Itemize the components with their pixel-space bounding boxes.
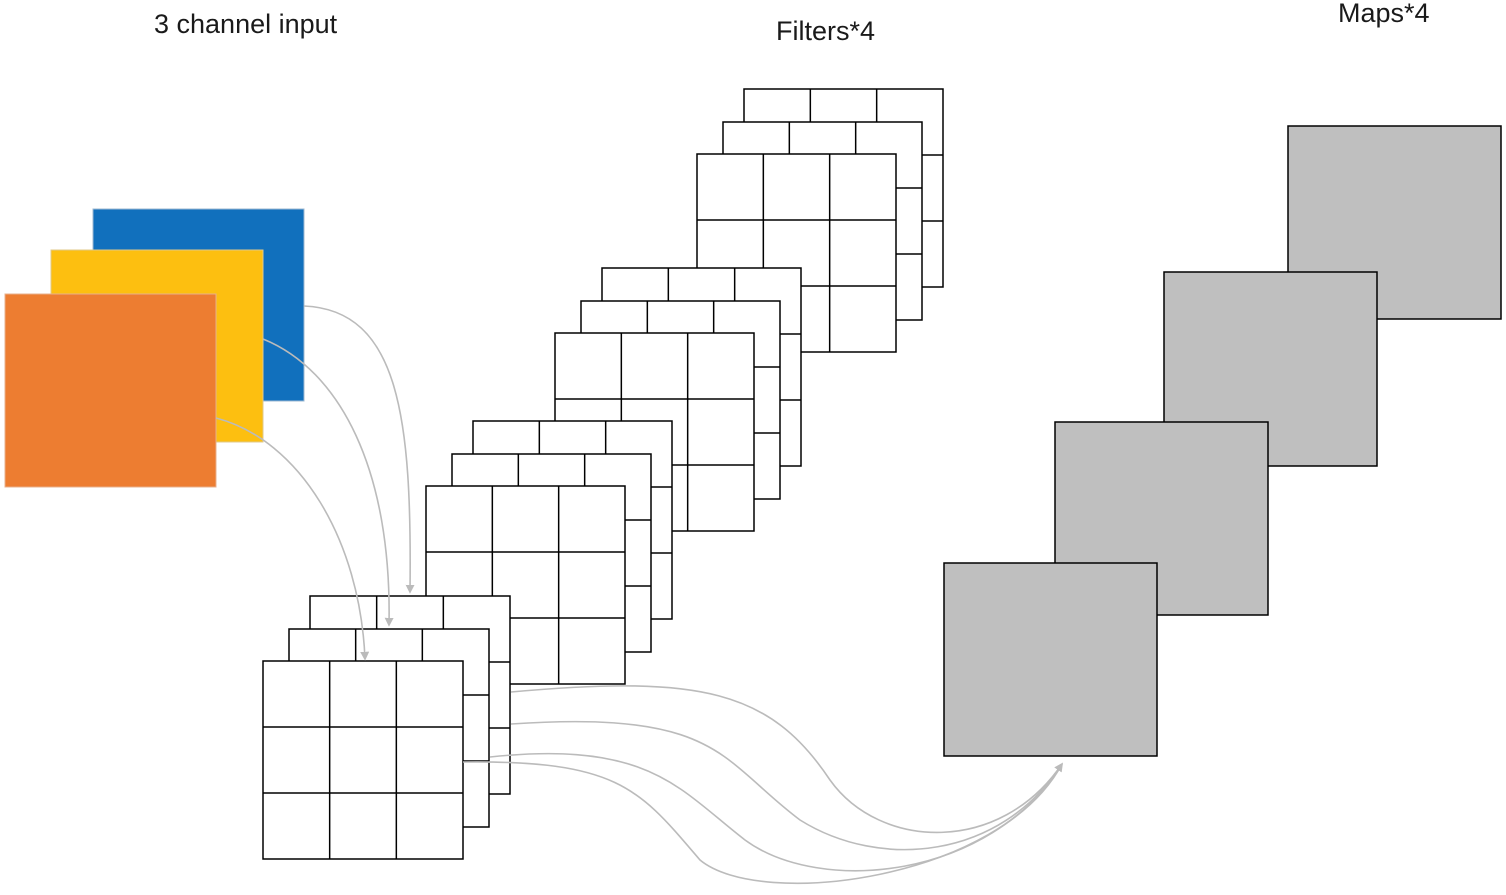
input-channel-orange [4, 293, 217, 488]
arrow-blue-to-filter [303, 305, 415, 594]
filters-title: Filters*4 [776, 16, 875, 46]
arrow-orange-to-filter [215, 417, 370, 661]
feature-maps [943, 125, 1502, 757]
feature-map-1 [943, 562, 1158, 757]
input-channels [4, 208, 305, 488]
filter-stack [262, 88, 944, 860]
arrow-filter-to-map-4 [462, 761, 1063, 885]
input-title: 3 channel input [154, 9, 338, 39]
arrow-filter-to-map-1 [510, 685, 1064, 834]
arrow-filter-to-map-2 [510, 720, 1063, 851]
filter-1 [262, 595, 511, 860]
arrow-filter-to-map-3 [489, 752, 1063, 872]
connection-arrows [215, 305, 1064, 885]
arrow-yellow-to-filter [262, 338, 394, 627]
maps-title: Maps*4 [1338, 0, 1430, 28]
filter-2 [425, 420, 673, 685]
kernel-layer [262, 660, 464, 860]
